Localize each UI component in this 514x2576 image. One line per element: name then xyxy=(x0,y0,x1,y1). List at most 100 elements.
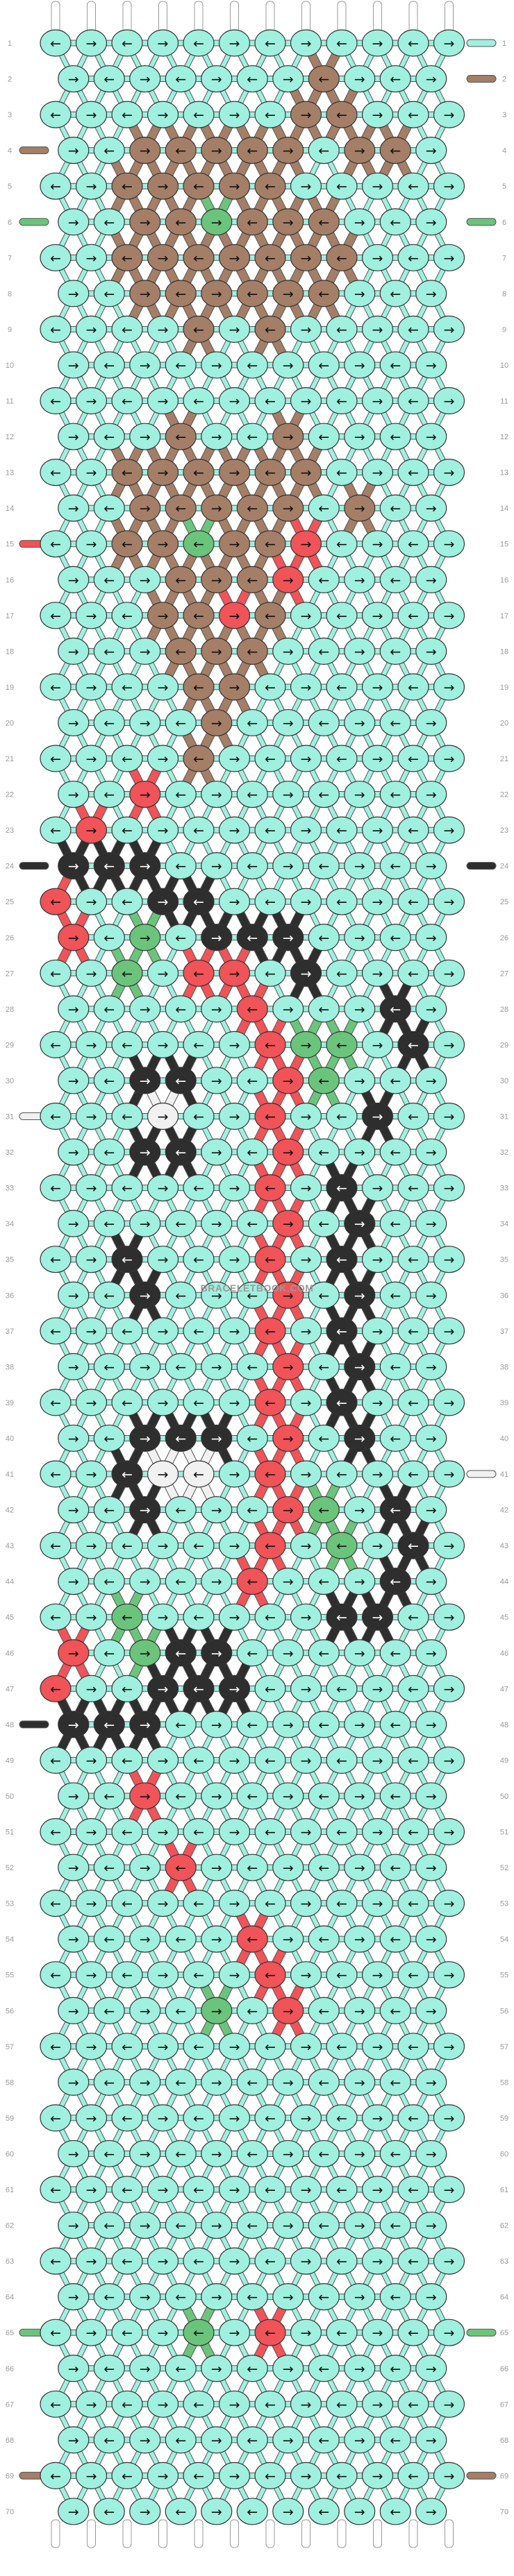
knot: → xyxy=(129,280,161,307)
knot: ← xyxy=(308,423,340,450)
knot-arrow: ← xyxy=(390,72,401,87)
string-bottom-tail xyxy=(194,2519,204,2548)
knot: → xyxy=(218,387,251,415)
knot: ← xyxy=(165,208,197,236)
knot: → xyxy=(415,280,447,307)
knot: → xyxy=(361,244,394,271)
knot-arrow: → xyxy=(283,501,294,516)
knot-arrow: ← xyxy=(390,215,401,230)
knot-arrow: → xyxy=(372,251,383,266)
knot-arrow: ← xyxy=(265,36,276,51)
knot-arrow: ← xyxy=(122,251,133,266)
knot: ← xyxy=(93,494,125,522)
knot-arrow: ← xyxy=(336,251,347,266)
strings-layer xyxy=(51,1,454,2548)
knot-arrow: → xyxy=(301,251,312,266)
knot: → xyxy=(218,244,251,271)
knot-arrow: → xyxy=(354,358,365,373)
string-bottom-tail xyxy=(51,2519,60,2548)
knot-arrow: → xyxy=(86,251,97,266)
knot-arrow: → xyxy=(283,215,294,230)
knot-arrow: → xyxy=(68,358,79,373)
knot: ← xyxy=(111,29,143,57)
knot: → xyxy=(433,458,465,486)
knot: ← xyxy=(254,244,286,271)
knot: ← xyxy=(183,387,215,415)
knot: → xyxy=(201,208,233,236)
knot-arrow: ← xyxy=(408,394,419,409)
knot: ← xyxy=(236,494,268,522)
knot: ← xyxy=(111,172,143,200)
knot: → xyxy=(218,315,251,343)
string-bottom-tail xyxy=(87,2519,96,2548)
knot-arrow: ← xyxy=(103,430,115,445)
knot-arrow: ← xyxy=(193,108,204,123)
knot-arrow: → xyxy=(229,466,240,481)
knot: ← xyxy=(397,387,429,415)
knot: ← xyxy=(111,244,143,271)
knot: → xyxy=(272,494,304,522)
knot-arrow: → xyxy=(426,72,437,87)
knot-arrow: ← xyxy=(50,466,61,481)
knot: → xyxy=(415,351,447,379)
knot: ← xyxy=(93,208,125,236)
knot: ← xyxy=(379,137,411,164)
knot-arrow: ← xyxy=(336,466,347,481)
knot-arrow: ← xyxy=(247,215,258,230)
knot-arrow: ← xyxy=(408,179,419,194)
knot: ← xyxy=(326,172,358,200)
string-bottom-tail xyxy=(265,2519,275,2548)
knot-arrow: → xyxy=(426,358,437,373)
knot-arrow: → xyxy=(211,144,222,159)
knot-arrow: ← xyxy=(318,287,329,302)
knot: → xyxy=(147,387,179,415)
knot: → xyxy=(147,458,179,486)
knot: → xyxy=(415,423,447,450)
knot-arrow: → xyxy=(211,430,222,445)
start-string xyxy=(19,146,49,155)
knot-arrow: → xyxy=(301,179,312,194)
knot: → xyxy=(433,244,465,271)
knot: ← xyxy=(308,65,340,93)
knot-arrow: ← xyxy=(50,108,61,123)
knot: → xyxy=(290,458,322,486)
knot-arrow: → xyxy=(283,430,294,445)
knot: → xyxy=(129,137,161,164)
knot: ← xyxy=(254,29,286,57)
knot: ← xyxy=(254,458,286,486)
knot: → xyxy=(201,65,233,93)
knot: ← xyxy=(308,208,340,236)
knot: ← xyxy=(326,458,358,486)
knot-arrow: ← xyxy=(122,322,133,337)
knot-arrow: → xyxy=(372,108,383,123)
knot-arrow: ← xyxy=(265,322,276,337)
knot: → xyxy=(361,315,394,343)
knot-arrow: → xyxy=(354,72,365,87)
knot-arrow: → xyxy=(444,36,455,51)
knot-arrow: ← xyxy=(390,358,401,373)
knot: ← xyxy=(40,29,72,57)
knot-arrow: ← xyxy=(193,394,204,409)
knot-arrow: ← xyxy=(193,251,204,266)
knot: ← xyxy=(379,208,411,236)
knot-arrow: → xyxy=(140,144,151,159)
knot: ← xyxy=(165,65,197,93)
knot: → xyxy=(218,458,251,486)
knot: → xyxy=(415,137,447,164)
end-string xyxy=(466,218,497,226)
knot: ← xyxy=(183,244,215,271)
knot-arrow: → xyxy=(372,322,383,337)
knot: → xyxy=(75,29,108,57)
knot-arrow: ← xyxy=(408,322,419,337)
knot-arrow: ← xyxy=(175,430,186,445)
knot-arrow: → xyxy=(354,287,365,302)
string-bottom-tail xyxy=(408,2519,418,2548)
knot-arrow: → xyxy=(426,430,437,445)
knot: → xyxy=(361,29,394,57)
knot: ← xyxy=(40,101,72,128)
knot-arrow: ← xyxy=(265,179,276,194)
knot-arrow: ← xyxy=(336,322,347,337)
knot: ← xyxy=(183,101,215,128)
knot-arrow: → xyxy=(444,394,455,409)
knot-arrow: → xyxy=(68,144,79,159)
